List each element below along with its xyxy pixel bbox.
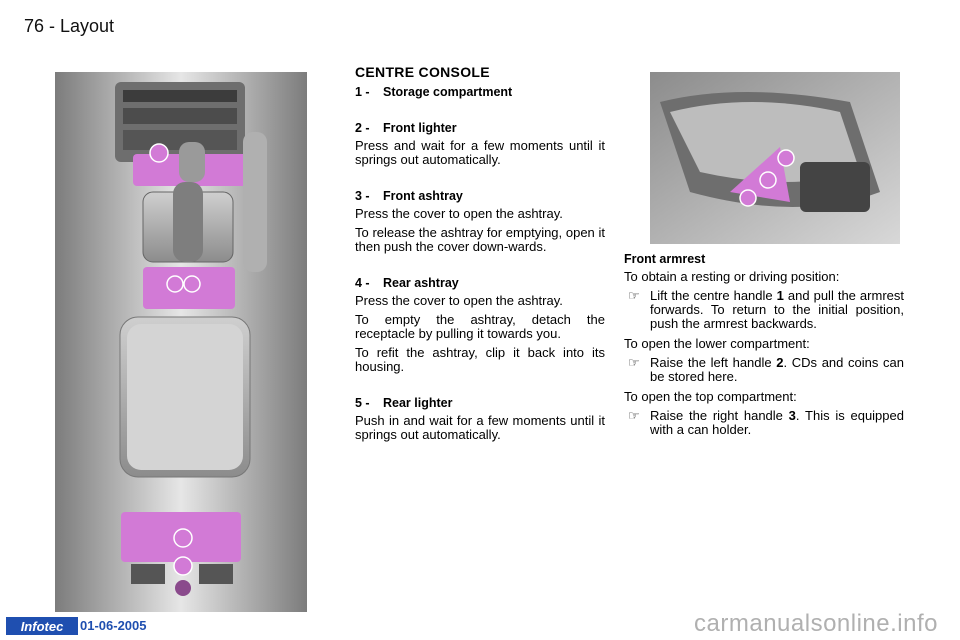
item-paragraph: To refit the ashtray, clip it back into … [355, 345, 605, 374]
console-item-4: 4 - Rear ashtray Press the cover to open… [355, 276, 605, 374]
item-name: Front ashtray [383, 189, 463, 203]
console-item-1: 1 - Storage compartment [355, 85, 605, 99]
console-item-5: 5 - Rear lighter Push in and wait for a … [355, 396, 605, 442]
item-number: 5 - [355, 396, 370, 410]
marker-5 [173, 556, 193, 576]
armrest-title: Front armrest [624, 252, 706, 266]
item-number: 1 - [355, 85, 370, 99]
centre-console-section: CENTRE CONSOLE 1 - Storage compartment 2… [355, 64, 605, 464]
front-armrest-illustration [650, 72, 900, 244]
item-number: 4 - [355, 276, 370, 290]
marker-4 [173, 528, 193, 548]
console-item-3: 3 - Front ashtray Press the cover to ope… [355, 189, 605, 254]
page-title: 76 - Layout [24, 16, 115, 36]
item-paragraph: To release the ashtray for emptying, ope… [355, 225, 605, 254]
item-name: Rear lighter [383, 396, 453, 410]
centre-console-illustration [55, 72, 307, 612]
pointing-hand-icon: ☞ [628, 355, 640, 370]
item-name: Storage compartment [383, 85, 513, 99]
watermark: carmanualsonline.info [694, 610, 938, 637]
item-name: Rear ashtray [383, 276, 459, 290]
marker-3 [183, 275, 201, 293]
lower-compartment-intro: To open the lower compartment: [624, 336, 810, 351]
item-paragraph: Press the cover to open the ashtray. [355, 293, 563, 308]
bullet-right-handle: ☞ Raise the right handle 3. This is equi… [624, 409, 904, 437]
armrest-intro: To obtain a resting or driving position: [624, 269, 840, 284]
footer-date: 01-06-2005 [80, 618, 147, 633]
console-item-2: 2 - Front lighter Press and wait for a f… [355, 121, 605, 167]
item-number: 3 - [355, 189, 370, 203]
item-paragraph: Press and wait for a few moments until i… [355, 138, 605, 167]
marker-2-front [166, 275, 184, 293]
infotec-badge: Infotec [6, 617, 78, 635]
top-compartment-intro: To open the top compartment: [624, 389, 797, 404]
item-name: Front lighter [383, 121, 457, 135]
item-paragraph: Press the cover to open the ashtray. [355, 206, 563, 221]
marker-1 [149, 143, 169, 163]
pointing-hand-icon: ☞ [628, 408, 640, 423]
section-title: CENTRE CONSOLE [355, 64, 490, 80]
front-armrest-section: Front armrest To obtain a resting or dri… [624, 252, 904, 443]
item-paragraph: To empty the ashtray, detach the recepta… [355, 312, 605, 341]
item-number: 2 - [355, 121, 370, 135]
bullet-left-handle: ☞ Raise the left handle 2. CDs and coins… [624, 356, 904, 384]
item-paragraph: Push in and wait for a few moments until… [355, 413, 605, 442]
pointing-hand-icon: ☞ [628, 288, 640, 303]
bullet-centre-handle: ☞ Lift the centre handle 1 and pull the … [624, 289, 904, 331]
